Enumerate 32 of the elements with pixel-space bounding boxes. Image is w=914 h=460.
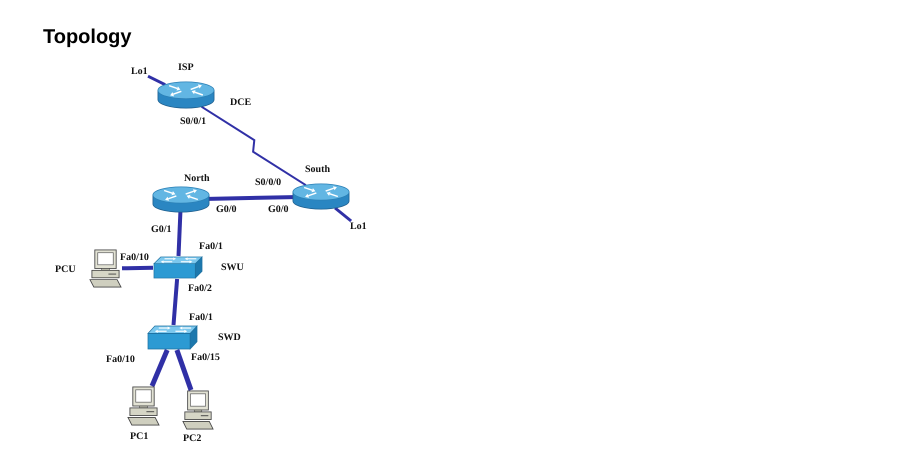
interface-label: Fa0/1	[189, 312, 213, 324]
interface-label: G0/0	[268, 204, 289, 216]
device-label: SWU	[221, 262, 244, 274]
title: Topology	[43, 25, 132, 49]
network-link	[172, 278, 180, 326]
dce-label: DCE	[230, 97, 252, 109]
interface-label: Fa0/1	[199, 241, 223, 253]
device-label: PCU	[55, 264, 76, 276]
interface-label: Fa0/10	[120, 252, 149, 264]
interface-label: Fa0/10	[106, 354, 135, 366]
device-label: South	[305, 164, 330, 176]
loopback-label: Lo1	[350, 221, 367, 233]
interface-label: G0/0	[216, 204, 237, 216]
device-label: North	[184, 173, 210, 185]
device-label: ISP	[178, 62, 194, 74]
network-link	[147, 74, 166, 86]
serial-link	[200, 106, 306, 186]
interface-label: Fa0/2	[188, 283, 212, 295]
network-link	[334, 206, 352, 222]
device-label: PC1	[130, 431, 148, 443]
interface-label: Fa0/15	[191, 352, 220, 364]
network-link	[150, 349, 170, 387]
device-label: PC2	[183, 433, 202, 445]
loopback-label: Lo1	[131, 66, 148, 78]
network-link	[122, 266, 154, 270]
device-label: SWD	[218, 332, 241, 344]
network-link	[209, 195, 293, 201]
interface-label: S0/0/1	[180, 116, 206, 128]
interface-label: G0/1	[151, 224, 172, 236]
network-link	[176, 212, 182, 256]
interface-label: S0/0/0	[255, 177, 282, 189]
network-link	[174, 349, 194, 391]
